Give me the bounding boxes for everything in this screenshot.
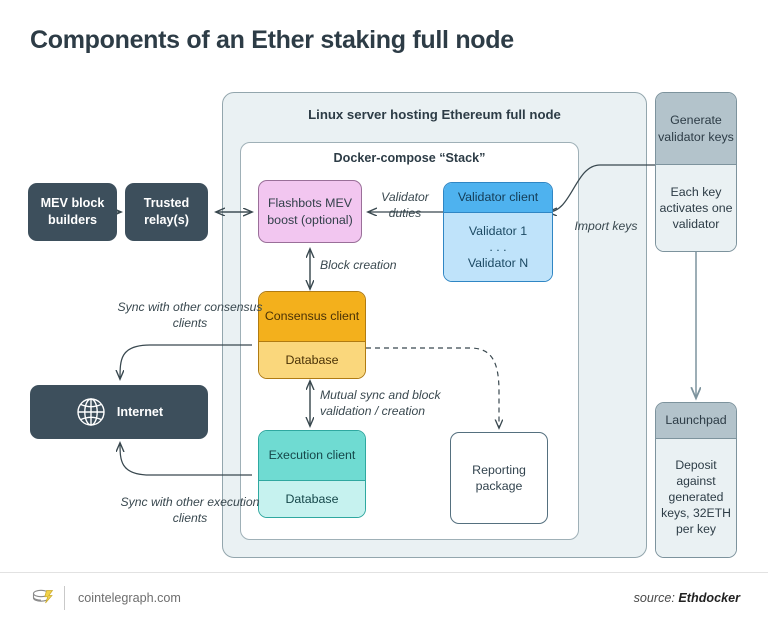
launchpad-body: Deposit against generated keys, 32ETH pe… bbox=[656, 439, 736, 557]
validator-last: Validator N bbox=[467, 256, 529, 271]
footer-site-label: cointelegraph.com bbox=[78, 591, 181, 605]
trusted-relays-node[interactable]: Trusted relay(s) bbox=[125, 183, 208, 241]
linux-server-title: Linux server hosting Ethereum full node bbox=[308, 107, 561, 122]
edge-label-mutual-sync: Mutual sync and block validation / creat… bbox=[320, 388, 441, 418]
consensus-client-database: Database bbox=[259, 342, 365, 378]
edge-label-validator-duties: Validator duties bbox=[381, 190, 429, 220]
reporting-package-node[interactable]: Reporting package bbox=[450, 432, 548, 524]
footer-separator bbox=[64, 586, 65, 610]
consensus-client-header: Consensus client bbox=[259, 292, 365, 342]
edge-label-block-creation: Block creation bbox=[320, 258, 397, 272]
generate-validator-keys-body: Each key activates one validator bbox=[656, 165, 736, 251]
reporting-line-2: package bbox=[475, 479, 523, 493]
footer-source-name: Ethdocker bbox=[678, 591, 740, 605]
validator-client-header: Validator client bbox=[444, 183, 552, 213]
launchpad-node[interactable]: Launchpad Deposit against generated keys… bbox=[655, 402, 737, 558]
footer-source-prefix: source: bbox=[633, 591, 679, 605]
internet-node[interactable]: Internet bbox=[30, 385, 208, 439]
edge-label-import-keys: Import keys bbox=[574, 219, 638, 233]
footer-divider bbox=[0, 572, 768, 573]
cointelegraph-logo-icon bbox=[30, 585, 56, 611]
mev-block-builders-node[interactable]: MEV block builders bbox=[28, 183, 117, 241]
validator-first: Validator 1 bbox=[468, 223, 528, 238]
generate-validator-keys-header: Generate validator keys bbox=[656, 93, 736, 165]
validator-client-body: Validator 1 . . . Validator N bbox=[444, 213, 552, 281]
edge-label-sync-execution-clients: Sync with other execution clients bbox=[120, 495, 260, 525]
validator-ellipsis: . . . bbox=[489, 239, 507, 254]
flashbots-mev-boost-node[interactable]: Flashbots MEV boost (optional) bbox=[258, 180, 362, 243]
footer-source: source: Ethdocker bbox=[634, 591, 740, 605]
globe-icon bbox=[75, 396, 107, 428]
execution-client-database: Database bbox=[259, 481, 365, 517]
consensus-client-node[interactable]: Consensus client Database bbox=[258, 291, 366, 379]
internet-label: Internet bbox=[116, 404, 164, 419]
execution-client-header: Execution client bbox=[259, 431, 365, 481]
page-title: Components of an Ether staking full node bbox=[30, 26, 514, 54]
edge-label-sync-consensus-clients: Sync with other consensus clients bbox=[117, 300, 263, 330]
validator-client-node[interactable]: Validator client Validator 1 . . . Valid… bbox=[443, 182, 553, 282]
launchpad-header: Launchpad bbox=[656, 403, 736, 439]
execution-client-node[interactable]: Execution client Database bbox=[258, 430, 366, 518]
docker-compose-title: Docker-compose “Stack” bbox=[333, 151, 486, 165]
reporting-line-1: Reporting bbox=[472, 462, 526, 477]
generate-validator-keys-node[interactable]: Generate validator keys Each key activat… bbox=[655, 92, 737, 252]
